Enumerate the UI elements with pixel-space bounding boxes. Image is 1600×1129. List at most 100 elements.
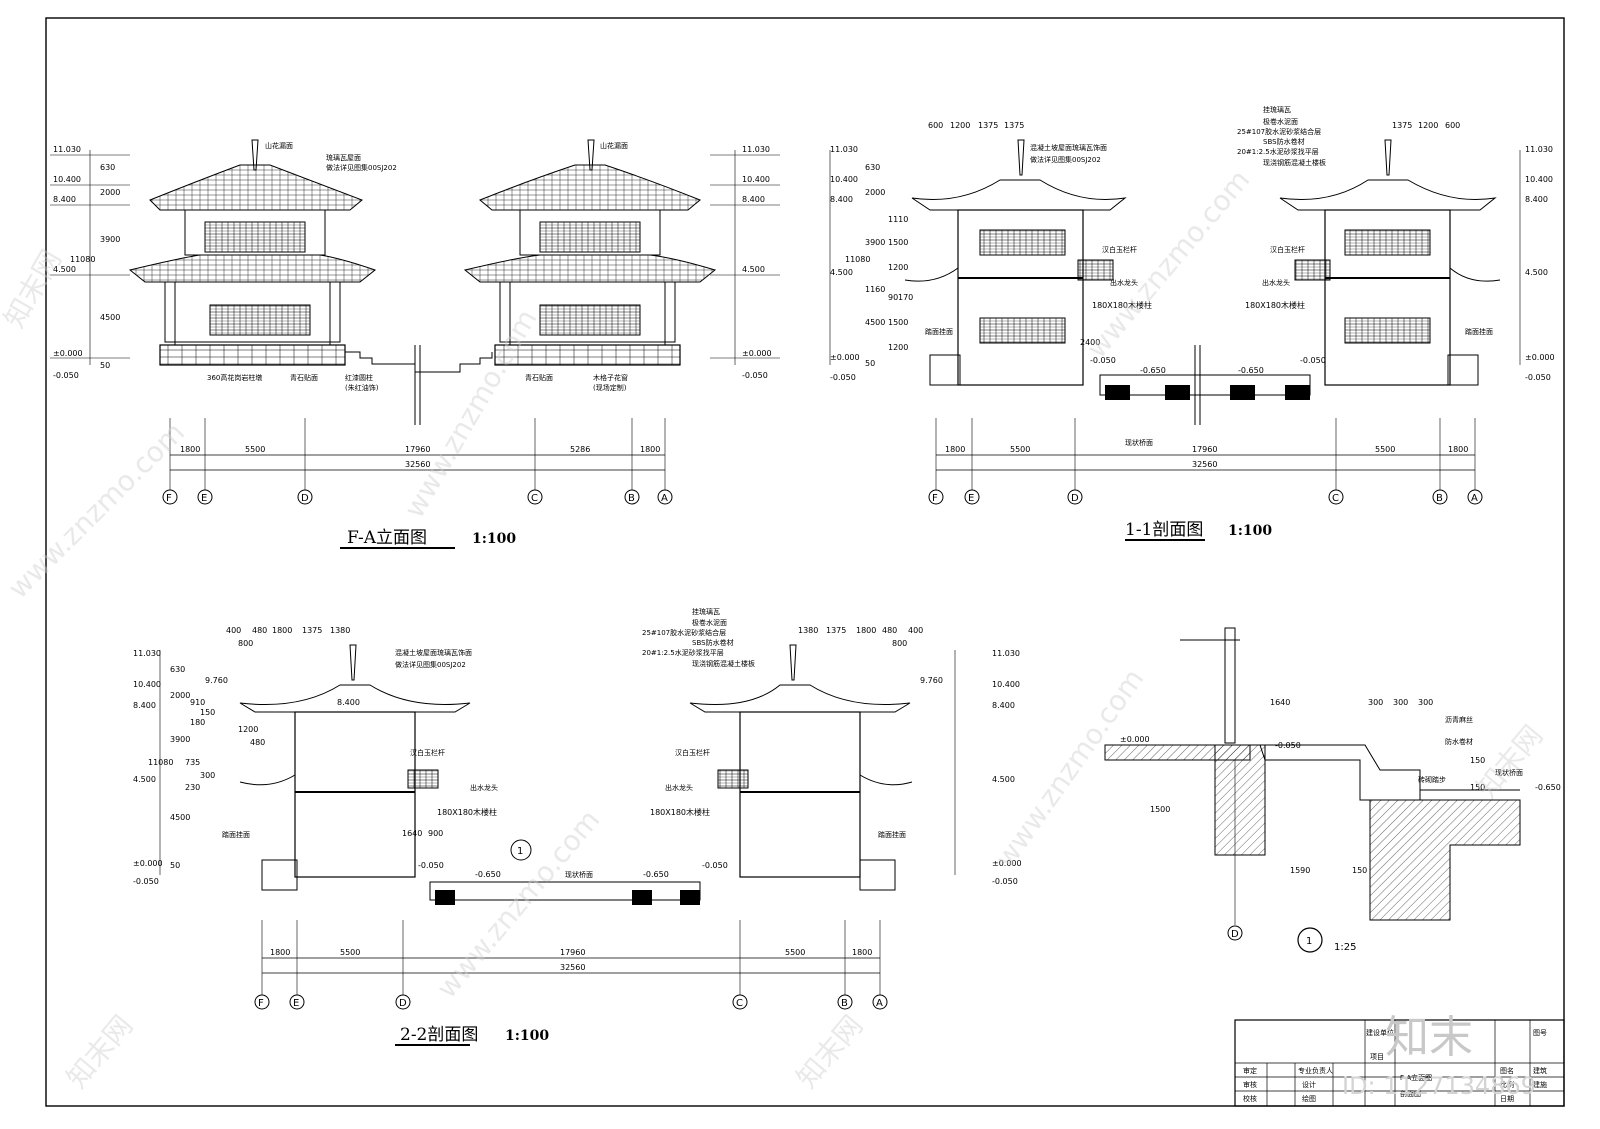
s1-layer-5: 现浇钢筋混凝土楼板 <box>1263 158 1326 167</box>
s1-note-5b: 踏面挂面 <box>1465 327 1493 336</box>
s2-vdim-4: 180 <box>190 718 205 727</box>
s2-vdim-10: 300 <box>200 771 215 780</box>
elev-bdim-1: 5500 <box>245 445 265 454</box>
s2-bdim-1: 5500 <box>340 948 360 957</box>
detail-dim-8: 150 <box>1470 783 1485 792</box>
tb-r2-c2: 绘图 <box>1302 1094 1316 1103</box>
elev-axis-4: B <box>628 493 635 504</box>
s1-vdim-3: 3900 <box>865 238 885 247</box>
elev-note-6: (朱红油饰) <box>345 383 379 392</box>
s2-level-r5: 4.500 <box>992 775 1015 784</box>
elev-axis-5: A <box>661 493 668 504</box>
elev-axis-2: D <box>301 493 309 504</box>
s1-level-3: 4.500 <box>830 268 853 277</box>
section-2-texts: 2-2剖面图 1:100 400 480 1800 1375 1380 800 … <box>133 607 1022 1045</box>
s1-note-3: 出水龙头 <box>1110 278 1138 287</box>
elev-axis-1: E <box>201 493 207 504</box>
s1-note-6: 现状桥面 <box>1125 438 1153 447</box>
s2-top-right-0: 1380 <box>798 626 818 635</box>
wm-site-4: www.znzmo.com <box>989 663 1151 874</box>
s2-level-r2: 9.760 <box>920 676 943 685</box>
tb-r1-c2: 设计 <box>1302 1080 1316 1089</box>
s1-note-4b: 180X180木楼柱 <box>1245 300 1305 310</box>
elev-note-2: 做法详见图集00SJ202 <box>326 163 397 172</box>
s1-vdim-6: 11080 <box>845 255 870 264</box>
tb-label-9: 剖面图 <box>1400 1089 1421 1098</box>
section-1-texts: 1-1剖面图 1:100 600 1200 1375 1375 1375 120… <box>830 105 1555 540</box>
s2-level-11: -0.050 <box>702 861 728 870</box>
s1-layer-0: 挂琉璃瓦 <box>1263 105 1291 114</box>
s1-top-right-0: 1375 <box>1392 121 1412 130</box>
s1-level-r4: ±0.000 <box>1525 353 1555 362</box>
s1-layer-4: 20#1:2.5水泥砂浆找平层 <box>1237 147 1319 156</box>
s2-top-right-2: 1800 <box>856 626 876 635</box>
s1-top-right-1: 1200 <box>1418 121 1438 130</box>
s1-axis-0: F <box>932 493 938 504</box>
elev-level-right-3: 4.500 <box>742 265 765 274</box>
s2-note-3: 出水龙头 <box>470 783 498 792</box>
detail-level-2: -0.650 <box>1535 783 1561 792</box>
s1-axis-2: D <box>1071 493 1079 504</box>
s2-axis-0: F <box>258 998 264 1009</box>
wm-id: ID: 1127134869 <box>1342 1072 1536 1100</box>
left-pavilion-elevation <box>128 139 377 366</box>
s2-top-left-5: 800 <box>238 639 253 648</box>
s2-note-4: 180X180木楼柱 <box>437 807 497 817</box>
s2-note-6: 现状桥面 <box>565 870 593 879</box>
tb-r0-c2: 专业负责人 <box>1298 1066 1333 1075</box>
detail-level-0: ±0.000 <box>1120 735 1150 744</box>
s1-vdim-7: 1160 <box>865 285 885 294</box>
s1-level-r1: 10.400 <box>1525 175 1553 184</box>
s2-vdim-14: 1640 <box>402 829 422 838</box>
elev-level-left-2: 8.400 <box>53 195 76 204</box>
s2-axis-3: C <box>736 998 743 1009</box>
s2-level-r1: 10.400 <box>992 680 1020 689</box>
s2-vdim-13: 50 <box>170 861 180 870</box>
elev-axis-3: C <box>531 493 538 504</box>
detail-dim-7: 150 <box>1470 756 1485 765</box>
s1-level-4: ±0.000 <box>830 353 860 362</box>
elev-level-left-1: 10.400 <box>53 175 81 184</box>
s1-vdim-5: 1200 <box>888 263 908 272</box>
detail-note-3: 现状桥面 <box>1495 768 1523 777</box>
elev-vdim-4: 4500 <box>100 313 120 322</box>
elev-level-left-4: ±0.000 <box>53 349 83 358</box>
elevation-title: F-A立面图 <box>347 528 427 548</box>
detail-dim-3: 300 <box>1418 698 1433 707</box>
elev-level-right-4: ±0.000 <box>742 349 772 358</box>
s1-vdim-8: 90 <box>888 293 898 302</box>
s2-vdim-1: 2000 <box>170 691 190 700</box>
section1-scale: 1:100 <box>1228 523 1272 539</box>
elev-note-3: 360高花岗岩柱墩 <box>207 373 262 382</box>
s1-bdim-3: 5500 <box>1375 445 1395 454</box>
detail-1-drawing <box>1104 627 1521 953</box>
elev-vdim-3: 11080 <box>70 255 95 264</box>
tb-label-5: 图号 <box>1533 1029 1547 1037</box>
s2-vdim-3: 150 <box>200 708 215 717</box>
s2-axis-1: E <box>293 998 299 1009</box>
s2-note-1: 做法详见图集00SJ202 <box>395 660 466 669</box>
wm-site-5: www.znzmo.com <box>430 803 606 1004</box>
elev-level-left-5: -0.050 <box>53 371 79 380</box>
s1-bdim-1: 5500 <box>1010 445 1030 454</box>
title-block-texts: 审定 专业负责人 审核 设计 校核 绘图 建设单位 项目 图名 比例 日期 图号… <box>1243 1028 1547 1103</box>
s2-level-9: -0.650 <box>475 870 501 879</box>
wm-site-cn-1: 知末网 <box>0 244 68 333</box>
elev-vdim-2: 3900 <box>100 235 120 244</box>
detail-dim-2: 300 <box>1393 698 1408 707</box>
s1-level-r0: 11.030 <box>1525 145 1553 154</box>
section-2-drawing <box>159 644 956 1046</box>
s1-note-5: 踏面挂面 <box>925 327 953 336</box>
s2-level-1: 10.400 <box>133 680 161 689</box>
elev-bdim-3: 5286 <box>570 445 590 454</box>
s1-note-2b: 汉白玉栏杆 <box>1270 245 1305 254</box>
wm-site-2: www.znzmo.com <box>397 304 543 524</box>
s2-vdim-7: 480 <box>250 738 265 747</box>
s1-top-left-0: 600 <box>928 121 943 130</box>
s1-top-left-3: 1375 <box>1004 121 1024 130</box>
s1-level-8b: -0.050 <box>1090 356 1116 365</box>
s2-level-2: 9.760 <box>205 676 228 685</box>
s1-layer-1: 极卷水泥面 <box>1263 117 1298 126</box>
s1-note-2: 汉白玉栏杆 <box>1102 245 1137 254</box>
s1-level-1: 10.400 <box>830 175 858 184</box>
